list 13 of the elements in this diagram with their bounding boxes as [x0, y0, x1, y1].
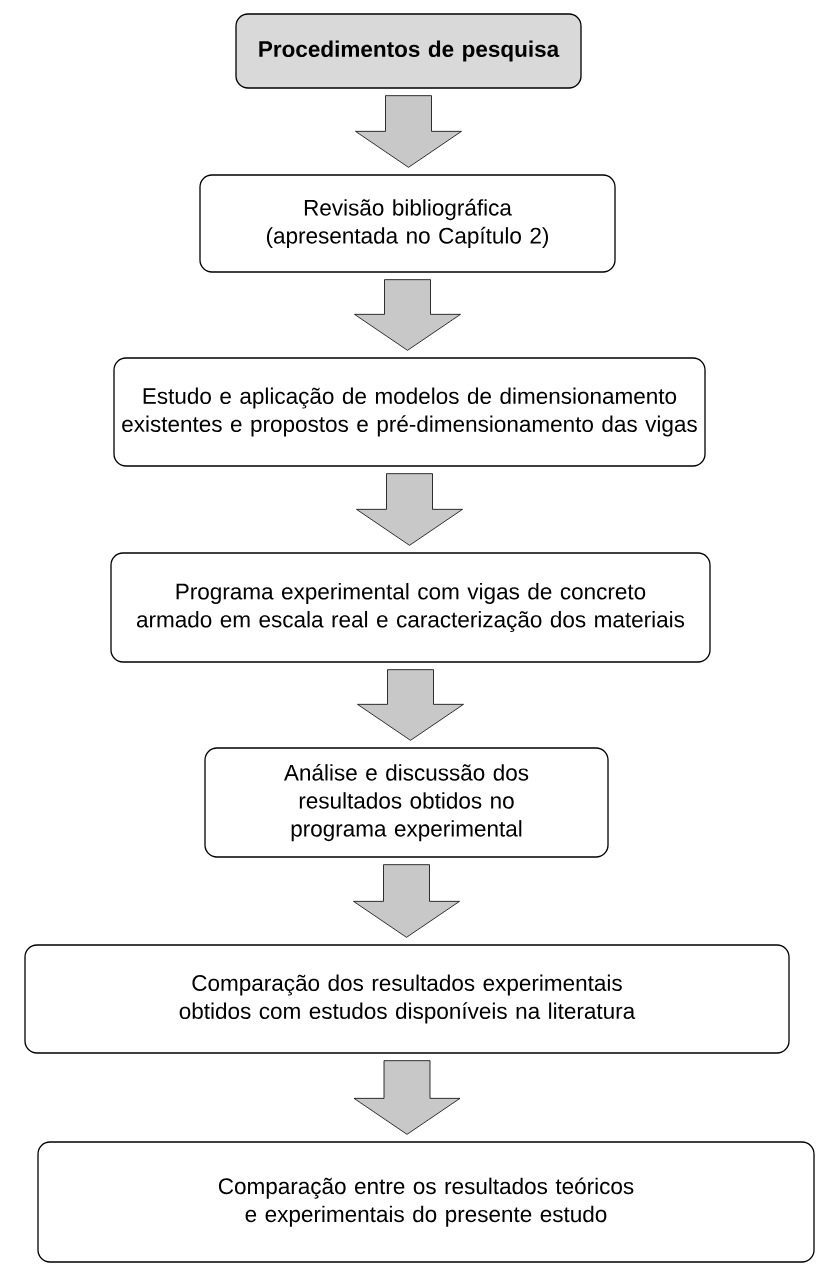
process-box: Análise e discussão dos resultados obtidos no programa experimental: [204, 747, 609, 858]
block-arrow: [356, 473, 463, 546]
block-arrow: [353, 1060, 461, 1135]
process-box: Comparação dos resultados experimentais obtidos com estudos disponíveis na literatura: [24, 944, 790, 1054]
block-arrow: [355, 95, 462, 168]
process-box: Procedimentos de pesquisa: [235, 13, 582, 89]
block-arrow: [354, 279, 461, 351]
block-arrow: [353, 864, 460, 938]
process-box: Programa experimental com vigas de concreto armado em escala real e caracterização dos materiais: [110, 552, 711, 663]
block-arrow: [357, 669, 464, 741]
process-box: Revisão bibliográfica (apresentada no Capítulo 2): [199, 174, 616, 273]
process-box: Comparação entre os resultados teóricos e experimentais do presente estudo: [37, 1141, 815, 1263]
process-box: Estudo e aplicação de modelos de dimensionamento existentes e propostos e pré-dimensionamento das vigas: [113, 357, 706, 467]
